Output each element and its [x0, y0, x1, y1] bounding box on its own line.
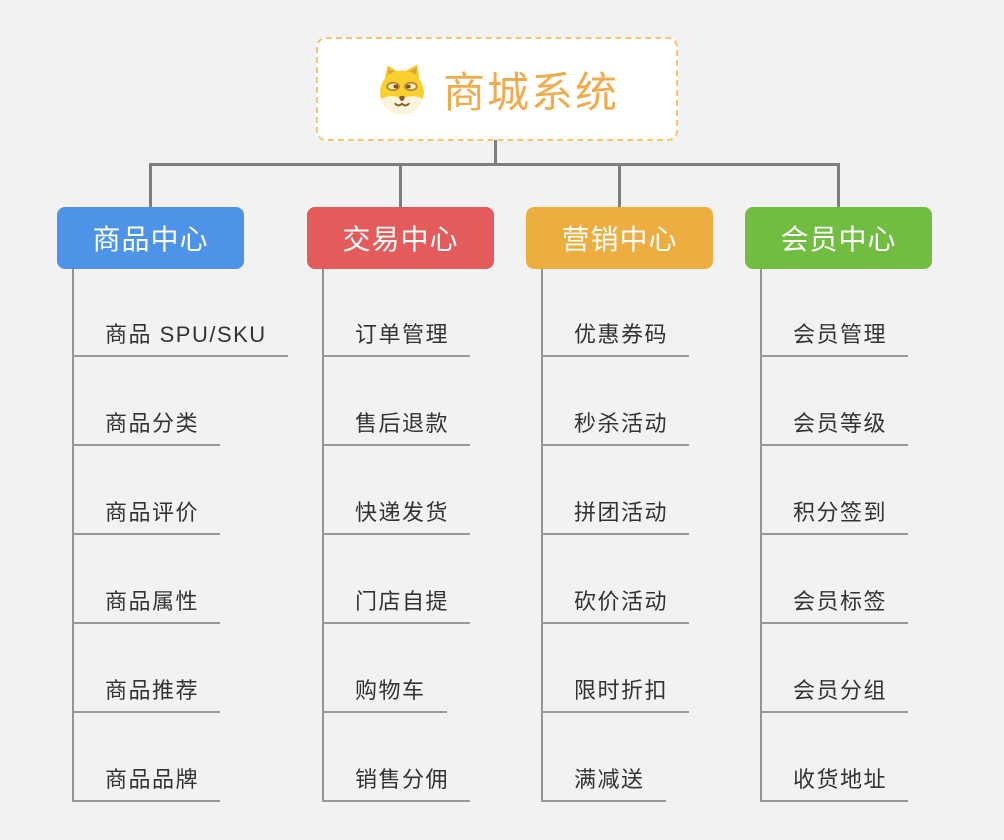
leaf-node[interactable]: 限时折扣 — [541, 678, 690, 713]
leaf-node[interactable]: 快递发货 — [322, 500, 471, 535]
branch-label: 商品中心 — [92, 224, 209, 255]
leaf-node[interactable]: 购物车 — [322, 678, 447, 713]
leaf-node[interactable]: 商品分类 — [72, 411, 221, 446]
leaf-node[interactable]: 售后退款 — [322, 411, 471, 446]
leaf-node[interactable]: 商品评价 — [72, 500, 221, 535]
branch-trunk — [72, 269, 74, 802]
leaf-node[interactable]: 收货地址 — [760, 767, 909, 802]
leaf-node[interactable]: 商品品牌 — [72, 767, 221, 802]
connector-drop — [399, 163, 402, 209]
leaf-node[interactable]: 会员管理 — [760, 322, 909, 357]
connector-drop — [618, 163, 621, 209]
connector-drop — [837, 163, 840, 209]
leaf-node[interactable]: 会员标签 — [760, 589, 909, 624]
leaf-node[interactable]: 拼团活动 — [541, 500, 690, 535]
branch-column-marketing: 营销中心 优惠券码 秒杀活动 拼团活动 砍价活动 限时折扣 满减送 — [526, 0, 713, 840]
root-title: 商城系统 — [442, 68, 619, 116]
leaf-node[interactable]: 满减送 — [541, 767, 666, 802]
branch-label: 营销中心 — [561, 224, 678, 255]
leaf-node[interactable]: 秒杀活动 — [541, 411, 690, 446]
leaf-node[interactable]: 门店自提 — [322, 589, 471, 624]
branch-node-trade-center[interactable]: 交易中心 — [307, 207, 494, 269]
branch-trunk — [322, 269, 324, 802]
branch-label: 会员中心 — [780, 224, 897, 255]
connector-stem — [494, 140, 497, 165]
branch-column-product: 商品中心 商品 SPU/SKU 商品分类 商品评价 商品属性 商品推荐 商品品牌 — [57, 0, 288, 840]
branch-trunk — [541, 269, 543, 802]
branch-node-product-center[interactable]: 商品中心 — [57, 207, 244, 269]
leaf-node[interactable]: 会员分组 — [760, 678, 909, 713]
leaf-node[interactable]: 优惠券码 — [541, 322, 690, 357]
leaf-node[interactable]: 砍价活动 — [541, 589, 690, 624]
branch-trunk — [760, 269, 762, 802]
doge-icon — [375, 62, 429, 116]
branch-column-trade: 交易中心 订单管理 售后退款 快递发货 门店自提 购物车 销售分佣 — [307, 0, 494, 840]
leaf-node[interactable]: 积分签到 — [760, 500, 909, 535]
connector-crossbar — [149, 163, 840, 166]
leaf-node[interactable]: 销售分佣 — [322, 767, 471, 802]
branch-node-member-center[interactable]: 会员中心 — [745, 207, 932, 269]
leaf-node[interactable]: 商品推荐 — [72, 678, 221, 713]
root-node[interactable]: 商城系统 — [316, 37, 678, 141]
leaf-node[interactable]: 会员等级 — [760, 411, 909, 446]
branch-node-marketing-center[interactable]: 营销中心 — [526, 207, 713, 269]
leaf-node[interactable]: 商品属性 — [72, 589, 221, 624]
leaf-node[interactable]: 商品 SPU/SKU — [72, 322, 288, 357]
connector-drop — [149, 163, 152, 209]
branch-column-member: 会员中心 会员管理 会员等级 积分签到 会员标签 会员分组 收货地址 — [745, 0, 932, 840]
leaf-node[interactable]: 订单管理 — [322, 322, 471, 357]
branch-label: 交易中心 — [342, 224, 459, 255]
